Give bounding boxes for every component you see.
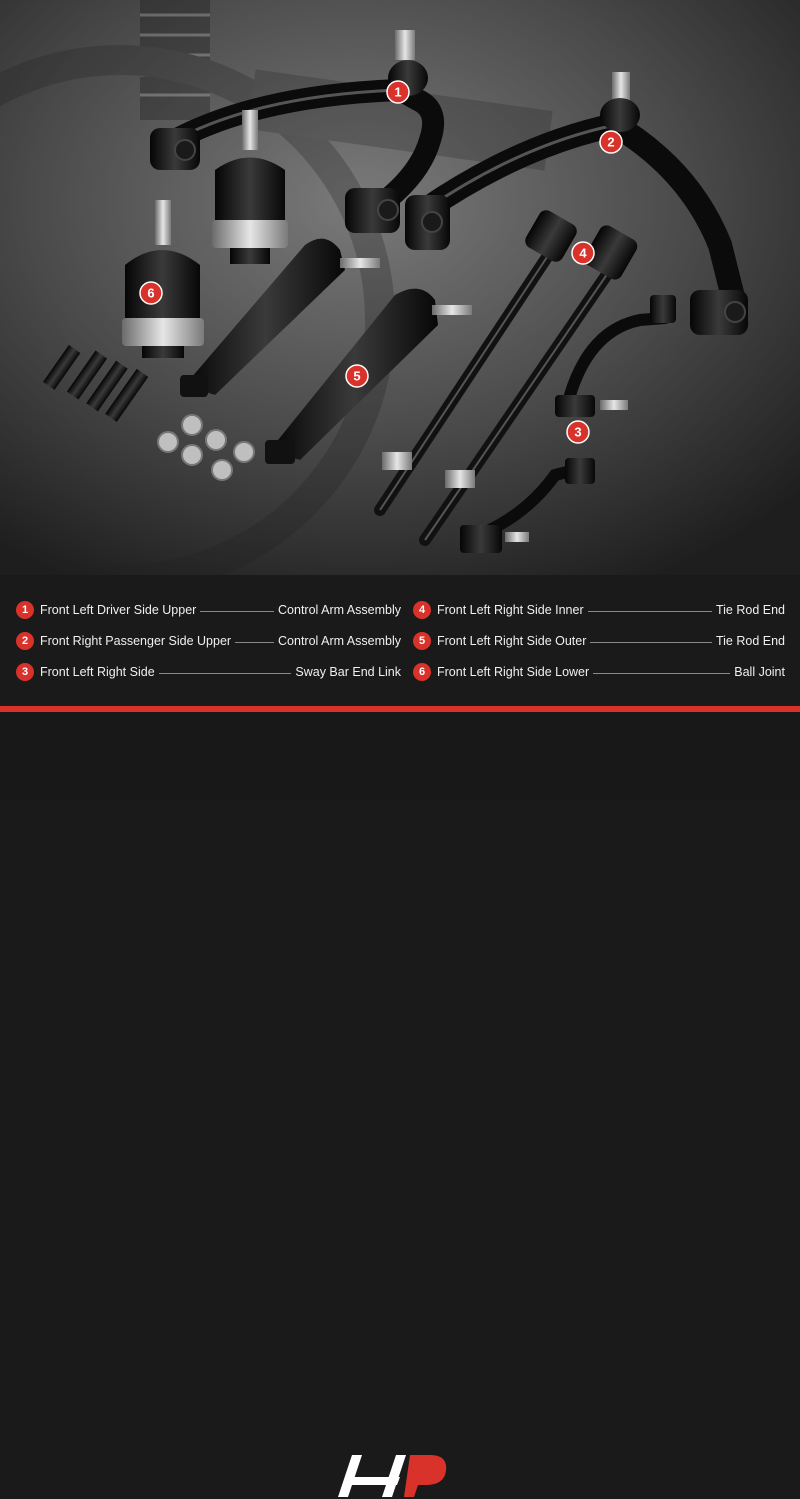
callout-2: 2	[599, 130, 623, 154]
part-description: Tie Rod End	[715, 603, 785, 617]
hardware-nuts	[157, 414, 255, 481]
part-row-5: 5 Front Left Right Side Outer Tie Rod En…	[413, 629, 785, 653]
leader-line	[590, 641, 712, 643]
inner-tie-rod-ends	[374, 210, 638, 546]
accent-divider	[0, 706, 800, 712]
leader-line	[587, 610, 712, 612]
upper-control-arm-right	[405, 72, 748, 335]
part-description: Control Arm Assembly	[278, 634, 401, 648]
parts-list: 1 Front Left Driver Side Upper Control A…	[0, 590, 800, 690]
ball-joint-upper	[212, 110, 288, 264]
part-description: Tie Rod End	[715, 634, 785, 648]
callout-5: 5	[345, 364, 369, 388]
part-number-badge: 2	[16, 632, 34, 650]
part-number-badge: 4	[413, 601, 431, 619]
part-description: Control Arm Assembly	[278, 603, 401, 617]
callout-badges: 1 2 3 4 5 6	[139, 80, 623, 444]
part-label: Front Left Right Side Inner	[437, 603, 584, 617]
svg-text:4: 4	[579, 246, 587, 261]
hardware-bolts	[43, 344, 149, 422]
svg-text:2: 2	[607, 135, 614, 150]
leader-line	[235, 641, 275, 643]
product-photo: 1 2 3 4 5 6	[0, 0, 800, 575]
svg-text:5: 5	[353, 369, 360, 384]
svg-text:1: 1	[394, 85, 401, 100]
sway-bar-end-links	[460, 295, 676, 553]
callout-4: 4	[571, 241, 595, 265]
leader-line	[158, 672, 292, 674]
part-row-6: 6 Front Left Right Side Lower Ball Joint	[413, 660, 785, 684]
callout-6: 6	[139, 281, 163, 305]
callout-1: 1	[386, 80, 410, 104]
part-row-3: 3 Front Left Right Side Sway Bar End Lin…	[16, 660, 401, 684]
part-label: Front Left Driver Side Upper	[40, 603, 197, 617]
part-label: Front Left Right Side	[40, 665, 155, 679]
footer	[0, 712, 800, 1497]
callout-3: 3	[566, 420, 590, 444]
leader-line	[593, 672, 731, 674]
brand-logo-icon	[338, 1455, 447, 1497]
leader-line	[200, 610, 275, 612]
svg-text:3: 3	[574, 425, 581, 440]
part-row-2: 2 Front Right Passenger Side Upper Contr…	[16, 629, 401, 653]
part-number-badge: 6	[413, 663, 431, 681]
part-description: Sway Bar End Link	[295, 665, 401, 679]
part-row-4: 4 Front Left Right Side Inner Tie Rod En…	[413, 598, 785, 622]
part-number-badge: 5	[413, 632, 431, 650]
part-number-badge: 3	[16, 663, 34, 681]
part-label: Front Right Passenger Side Upper	[40, 634, 232, 648]
part-label: Front Left Right Side Lower	[437, 665, 590, 679]
part-label: Front Left Right Side Outer	[437, 634, 587, 648]
part-number-badge: 1	[16, 601, 34, 619]
svg-text:6: 6	[147, 286, 154, 301]
part-description: Ball Joint	[734, 665, 785, 679]
part-row-1: 1 Front Left Driver Side Upper Control A…	[16, 598, 401, 622]
